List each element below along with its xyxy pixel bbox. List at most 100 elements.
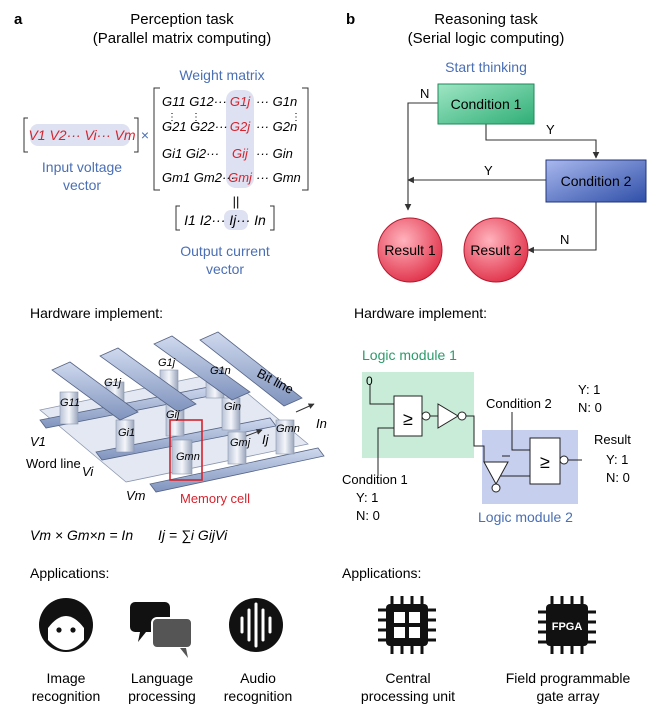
- crossbar-array: G11 G1j G1n Gi1 Gij Gin G1j Gmj Gmn Gmn …: [39, 331, 325, 493]
- memory-cell-label: Memory cell: [180, 491, 250, 506]
- panel-b-title: Reasoning task: [434, 11, 538, 28]
- crossbar-label-2: G1j: [104, 377, 122, 389]
- flow-y-2: Y: [484, 163, 493, 178]
- output-vector: I1 I2··· Ij··· In: [184, 212, 266, 228]
- output-bracket-left: [175, 205, 180, 231]
- applications-title-b: Applications:: [342, 565, 421, 581]
- app-image-line-2: recognition: [32, 688, 101, 704]
- fpga-chip-icon: FPGA: [538, 596, 596, 654]
- matrix-rows: G11 G12··· G1j ··· G1n G21 G22··· G2j ··…: [162, 94, 301, 185]
- matrix-row-1-left: G11 G12···: [162, 94, 227, 109]
- matrix-row-3-left: Gi1 Gi2···: [162, 146, 219, 161]
- result-2-circle: [463, 217, 529, 283]
- crossbar-label-3: G1n: [210, 365, 231, 377]
- output-label-2: vector: [206, 261, 244, 277]
- app-image-line-1: Image: [47, 670, 86, 686]
- input-zero: 0: [366, 374, 373, 388]
- input-bracket-left: [23, 117, 28, 153]
- panel-a-letter: a: [14, 11, 23, 28]
- app-language-line-2: processing: [128, 688, 196, 704]
- gate-2-output-bubble: [559, 455, 569, 465]
- condition-1-box: [437, 83, 535, 125]
- hw-condition-2-n: N: 0: [578, 400, 602, 415]
- crossbar-label-6: Gin: [224, 401, 241, 413]
- fpga-chip-label: FPGA: [552, 621, 583, 633]
- bit-line-1: [51, 361, 139, 421]
- flow-n-1: N: [420, 86, 429, 101]
- matrix-row-2-left: G21 G22···: [162, 119, 228, 134]
- crossbar-label-9: Gmn: [276, 423, 300, 435]
- flow-y-1: Y: [546, 122, 555, 137]
- svg-text:⋮: ⋮: [191, 112, 201, 123]
- app-cpu-line-1: Central: [385, 670, 430, 686]
- panel-b-subtitle: (Serial logic computing): [408, 30, 565, 47]
- output-bracket-right: [270, 205, 275, 231]
- hw-result-label: Result: [594, 432, 631, 447]
- bit-line-n: [199, 331, 303, 407]
- cell-gi1: [115, 419, 135, 453]
- ij-label: Ij: [262, 432, 270, 447]
- matrix-row-3-mid: Gij: [232, 146, 249, 161]
- crossbar-label-7: G1j: [158, 357, 176, 369]
- app-audio-line-1: Audio: [240, 670, 276, 686]
- applications-title-a: Applications:: [30, 565, 109, 581]
- hardware-title-b: Hardware implement:: [354, 305, 487, 321]
- v1-label: V1: [30, 434, 46, 449]
- panel-b-letter: b: [346, 11, 355, 28]
- result-2-label: Result 2: [470, 242, 522, 258]
- matrix-row-4-right: ··· Gmn: [256, 170, 301, 185]
- cell-gmn: [275, 419, 295, 455]
- output-label-1: Output current: [180, 243, 270, 259]
- app-fpga-line-2: gate array: [536, 688, 599, 704]
- condition-2-box: [545, 159, 647, 203]
- vm-label: Vm: [126, 488, 146, 503]
- matrix-row-2-right: ··· G2n: [256, 119, 297, 134]
- gate-2-symbol: ≥: [540, 452, 550, 472]
- equals-sign: ||: [233, 194, 240, 209]
- gate-2: [529, 437, 561, 485]
- panel-a-subtitle: (Parallel matrix computing): [93, 30, 271, 47]
- hw-condition-1-label: Condition 1: [342, 472, 408, 487]
- chat-bubbles-icon: [130, 602, 193, 658]
- svg-text:⋮: ⋮: [167, 112, 177, 123]
- hw-condition-2-label: Condition 2: [486, 396, 552, 411]
- matrix-bracket-left: [153, 87, 160, 191]
- app-audio-line-2: recognition: [224, 688, 293, 704]
- result-1-label: Result 1: [384, 242, 436, 258]
- matrix-row-2-mid: G2j: [230, 119, 251, 134]
- word-line-label: Word line: [26, 456, 81, 471]
- cell-g11: [59, 391, 79, 425]
- hw-condition-1-n: N: 0: [356, 508, 380, 523]
- bit-line-j: [99, 347, 197, 413]
- app-language-line-1: Language: [131, 670, 194, 686]
- matrix-row-4-mid: Gmj: [228, 170, 253, 185]
- condition-2-label: Condition 2: [561, 173, 632, 189]
- hw-condition-2-y: Y: 1: [578, 382, 600, 397]
- input-vector-highlight: [30, 124, 130, 146]
- audio-wave-icon: [229, 598, 283, 652]
- crossbar-label-5: Gij: [166, 409, 180, 421]
- input-label-2: vector: [63, 177, 101, 193]
- start-thinking-label: Start thinking: [445, 59, 527, 75]
- input-bracket-right: [134, 117, 139, 153]
- panel-a-title: Perception task: [130, 11, 234, 28]
- weight-matrix-label: Weight matrix: [179, 67, 264, 83]
- equation-2: Ij = ∑i GijVi: [158, 527, 228, 544]
- crossbar-label-8: Gmj: [230, 437, 251, 449]
- hardware-title-a: Hardware implement:: [30, 305, 163, 321]
- matrix-bracket-right: [302, 87, 309, 191]
- face-icon: [39, 598, 93, 652]
- app-cpu-line-2: processing unit: [361, 688, 455, 704]
- cpu-chip-icon: [378, 596, 436, 654]
- result-1-circle: [377, 217, 443, 283]
- cell-gmj: [227, 431, 247, 465]
- in-label: In: [316, 416, 327, 431]
- input-vector: V1 V2··· Vi··· Vm: [28, 127, 135, 143]
- crossbar-label-1: G11: [60, 397, 80, 409]
- hw-result-n: N: 0: [606, 470, 630, 485]
- logic-module-1-label: Logic module 1: [362, 347, 457, 363]
- input-label-1: Input voltage: [42, 159, 122, 175]
- hw-result-y: Y: 1: [606, 452, 628, 467]
- logic-circuit: [369, 384, 582, 493]
